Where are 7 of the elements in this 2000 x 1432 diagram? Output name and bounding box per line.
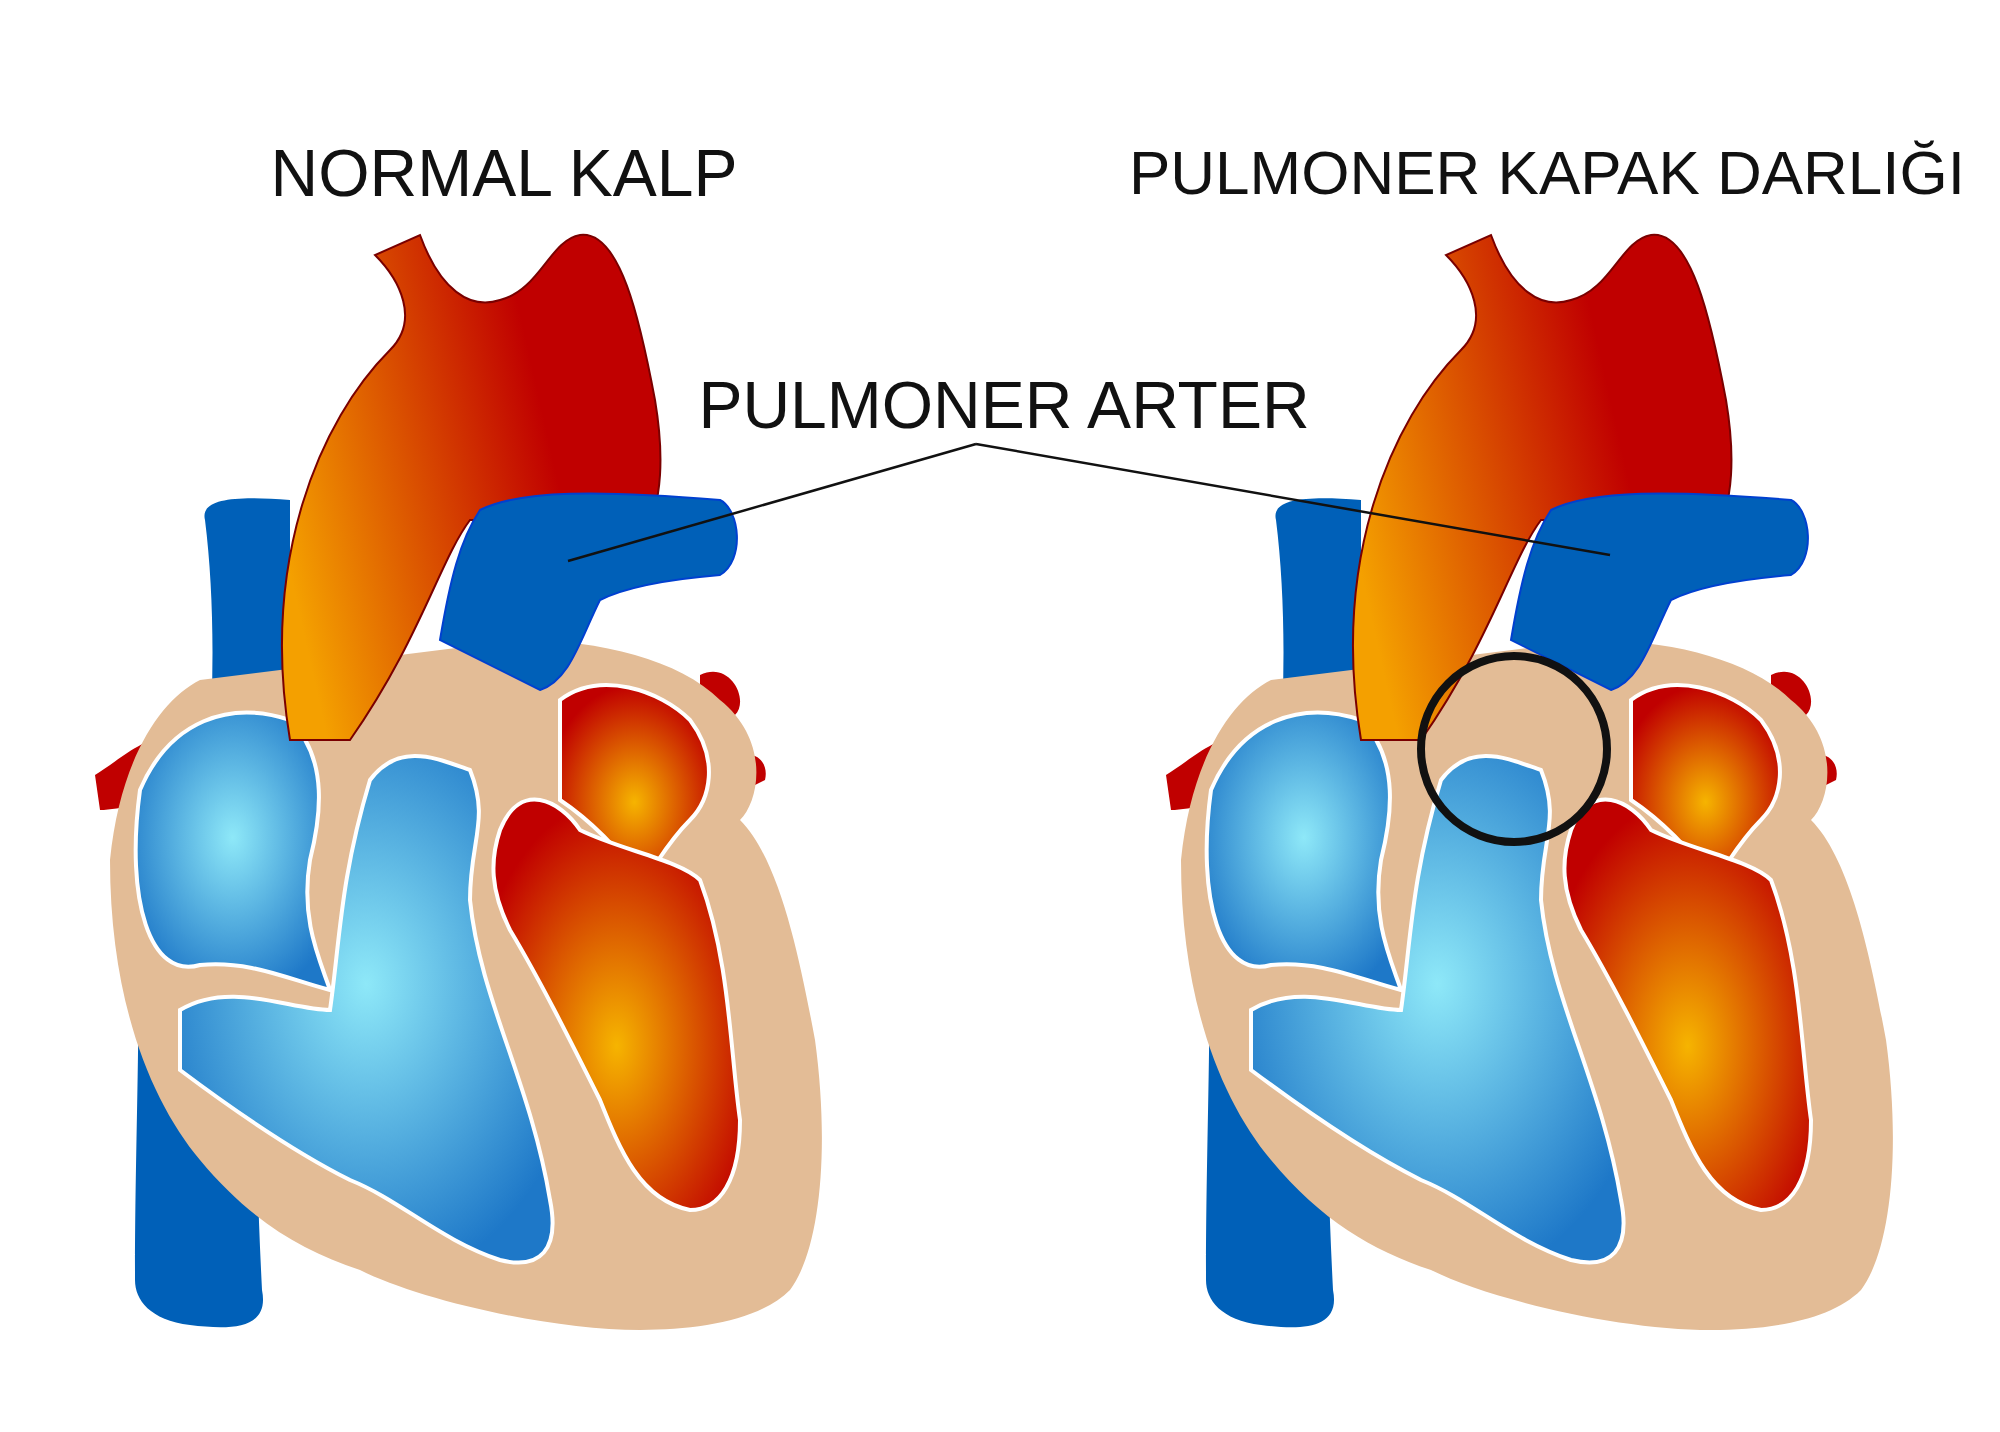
callout-text: PULMONER ARTER: [698, 372, 1310, 438]
panel-title: NORMAL KALP: [270, 140, 738, 206]
pulmonary-artery: [439, 492, 738, 691]
pulmonary-artery: [1510, 492, 1809, 691]
panel-title: PULMONER KAPAK DARLIĞI: [1128, 142, 1966, 204]
leader-line: [975, 442, 1611, 557]
leader-line: [567, 442, 977, 563]
